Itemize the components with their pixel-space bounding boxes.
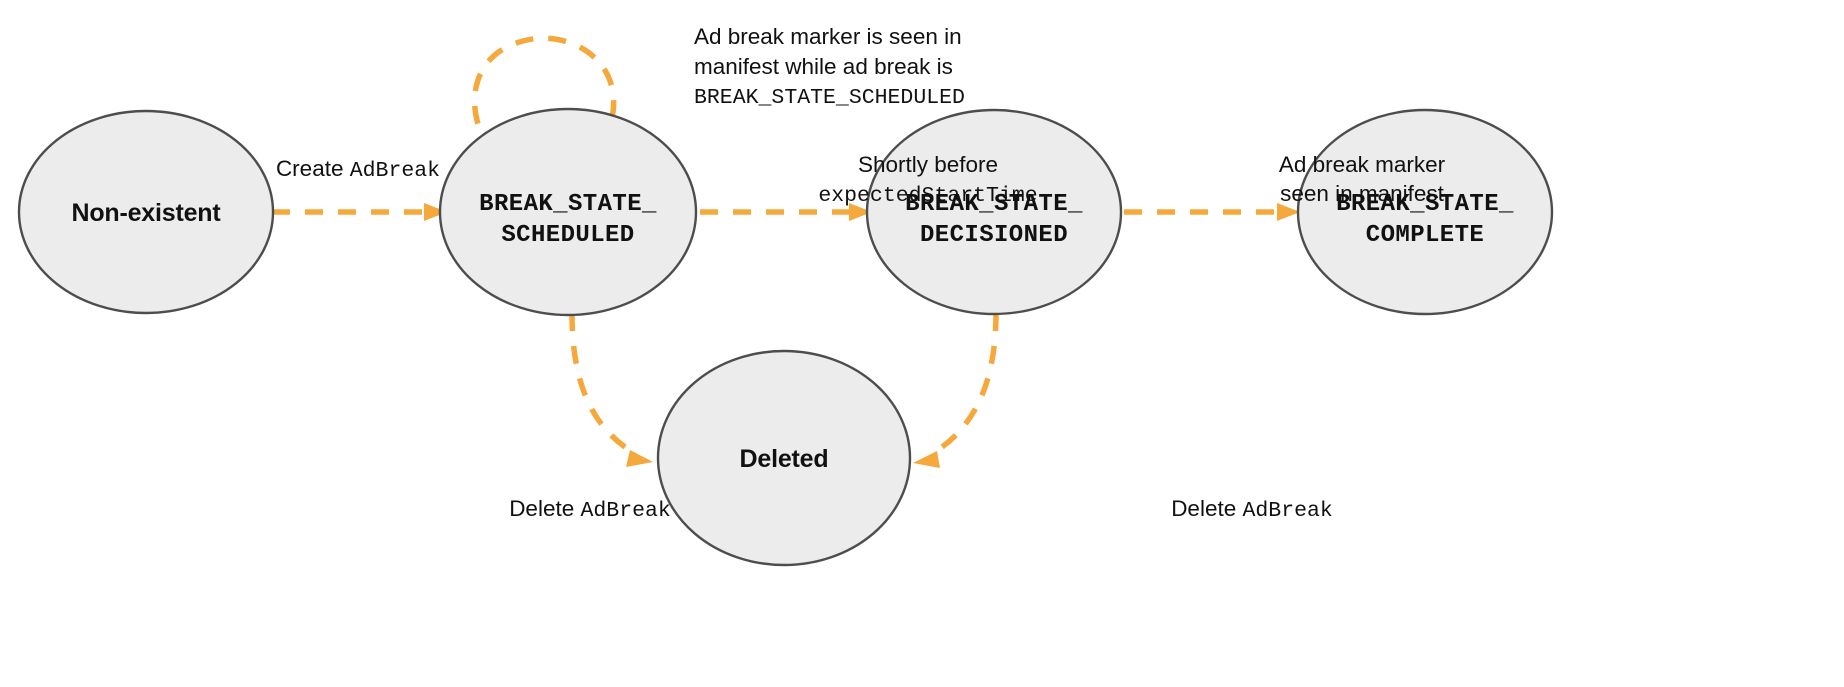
edge-create-adbreak[interactable] — [272, 203, 447, 221]
edge-delete-left-line — [569, 312, 633, 454]
edge-marker-seen-arrowhead — [1277, 203, 1300, 221]
edge-label-create-adbreak-sans: Create — [276, 156, 350, 181]
edge-label-delete-left-mono: AdBreak — [580, 499, 670, 523]
edge-label-delete-right: Delete AdBreak — [1171, 496, 1333, 523]
node-non-existent-label: Non-existent — [71, 199, 221, 227]
edge-self-loop-line — [471, 35, 617, 144]
edge-marker-seen[interactable] — [1124, 203, 1300, 221]
edge-label-marker-seen-line2: seen in manifest — [1280, 181, 1445, 206]
edge-label-self-loop-line2: manifest while ad break is — [694, 54, 953, 79]
edge-label-shortly-before-line1: Shortly before — [858, 152, 998, 177]
edge-label-delete-left: Delete AdBreak — [509, 496, 671, 523]
edge-label-marker-seen-line1: Ad break marker — [1279, 152, 1446, 177]
edge-delete-right-line — [933, 312, 999, 455]
edge-label-marker-seen: Ad break marker seen in manifest — [1279, 152, 1446, 206]
edge-label-self-loop-line3: BREAK_STATE_SCHEDULED — [694, 86, 965, 110]
node-break-state-complete[interactable]: BREAK_STATE_ COMPLETE — [1296, 108, 1554, 316]
node-break-state-decisioned-label-line1: BREAK_STATE_ — [905, 191, 1083, 218]
node-break-state-decisioned-shape — [865, 108, 1123, 316]
edge-label-create-adbreak-mono: AdBreak — [350, 159, 440, 183]
node-deleted-shape — [656, 349, 912, 567]
node-non-existent[interactable]: Non-existent — [17, 109, 275, 315]
node-break-state-scheduled-shape — [438, 107, 698, 317]
node-break-state-complete-label-line2: COMPLETE — [1366, 222, 1484, 249]
edge-label-self-loop-line1: Ad break marker is seen in — [694, 24, 962, 49]
node-break-state-complete-shape — [1296, 108, 1554, 316]
edge-label-delete-right-mono: AdBreak — [1242, 499, 1332, 523]
edge-delete-left-arrowhead — [626, 450, 653, 467]
node-non-existent-shape — [17, 109, 275, 315]
edge-label-shortly-before: Shortly before expectedStartTime — [818, 152, 1037, 208]
edge-label-shortly-before-line2: expectedStartTime — [818, 184, 1037, 208]
node-break-state-scheduled[interactable]: BREAK_STATE_ SCHEDULED — [438, 107, 698, 317]
node-deleted[interactable]: Deleted — [656, 349, 912, 567]
edge-label-delete-right-sans: Delete — [1171, 496, 1242, 521]
edge-label-create-adbreak: Create AdBreak — [276, 156, 440, 183]
edge-label-delete-left-sans: Delete — [509, 496, 580, 521]
edge-delete-left[interactable] — [569, 312, 653, 467]
edge-label-self-loop: Ad break marker is seen in manifest whil… — [694, 24, 965, 110]
edge-delete-right-arrowhead — [913, 451, 940, 468]
edge-create-adbreak-arrowhead — [424, 203, 447, 221]
node-break-state-decisioned[interactable]: BREAK_STATE_ DECISIONED — [865, 108, 1123, 316]
node-break-state-scheduled-label-line2: SCHEDULED — [501, 222, 634, 249]
node-break-state-scheduled-label-line1: BREAK_STATE_ — [479, 191, 657, 218]
edge-delete-right[interactable] — [913, 312, 999, 468]
edge-shortly-before-arrowhead — [849, 203, 872, 221]
node-break-state-complete-label-line1: BREAK_STATE_ — [1336, 191, 1514, 218]
node-break-state-decisioned-label-line2: DECISIONED — [920, 222, 1068, 249]
node-deleted-label: Deleted — [740, 445, 829, 473]
edge-shortly-before[interactable] — [700, 203, 872, 221]
